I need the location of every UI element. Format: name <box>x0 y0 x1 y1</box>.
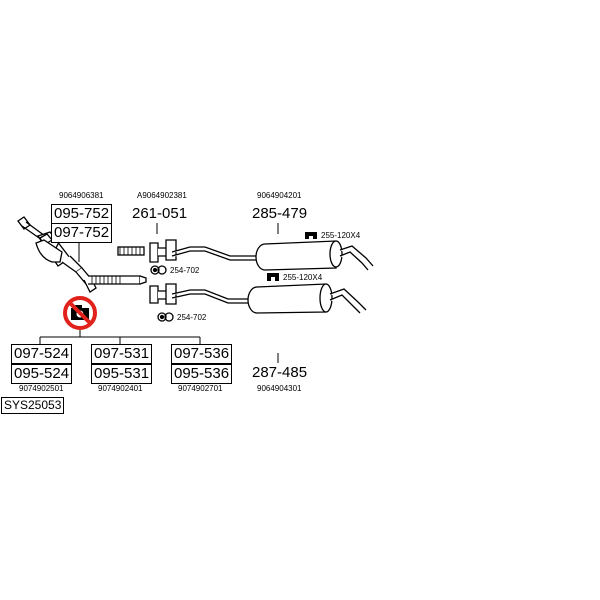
alt-1-part-code-2[interactable]: 095-524 <box>11 364 73 384</box>
alt-3-part-code-2[interactable]: 095-536 <box>171 364 233 384</box>
catalyst-part-code-2[interactable]: 097-752 <box>51 223 113 243</box>
catalyst-oem-number: 9064906381 <box>59 191 104 200</box>
gasket-icon <box>150 265 167 275</box>
alt-1-oem-number: 9074902501 <box>19 384 64 393</box>
gasket-icon <box>157 312 174 322</box>
alt-2-oem-number: 9074902401 <box>98 384 143 393</box>
alt-3-part-code-1[interactable]: 097-536 <box>171 344 233 364</box>
rear-silencer-upper-part-code[interactable]: 285-479 <box>252 205 308 222</box>
catalyst-part-code-1[interactable]: 095-752 <box>51 204 113 224</box>
clamp-lower-code[interactable]: 255-120X4 <box>283 273 323 282</box>
front-pipe-lower[interactable] <box>88 275 147 285</box>
alt-2-part-code-2[interactable]: 095-531 <box>91 364 153 384</box>
clamp-icon <box>267 273 279 281</box>
rear-silencer-lower-part-code[interactable]: 287-485 <box>252 364 308 381</box>
clamp-icon <box>305 232 317 239</box>
rear-silencer-lower[interactable] <box>149 283 367 314</box>
flex-pipe-part-code[interactable]: 261-051 <box>132 205 188 222</box>
flex-pipe-oem-number: A9064902381 <box>137 191 187 200</box>
clamp-upper-code[interactable]: 255-120X4 <box>321 231 361 240</box>
no-camera-icon <box>63 296 97 330</box>
rear-silencer-upper[interactable] <box>149 239 374 271</box>
gasket-upper-code[interactable]: 254-702 <box>170 266 200 275</box>
alt-1-part-code-1[interactable]: 097-524 <box>11 344 73 364</box>
flex-pipe[interactable] <box>117 246 145 256</box>
alt-2-part-code-1[interactable]: 097-531 <box>91 344 153 364</box>
system-code[interactable]: SYS25053 <box>1 397 65 414</box>
rear-silencer-upper-oem-number: 9064904201 <box>257 191 302 200</box>
alt-3-oem-number: 9074902701 <box>178 384 223 393</box>
rear-silencer-lower-oem-number: 9064904301 <box>257 384 302 393</box>
gasket-lower-code[interactable]: 254-702 <box>177 313 207 322</box>
